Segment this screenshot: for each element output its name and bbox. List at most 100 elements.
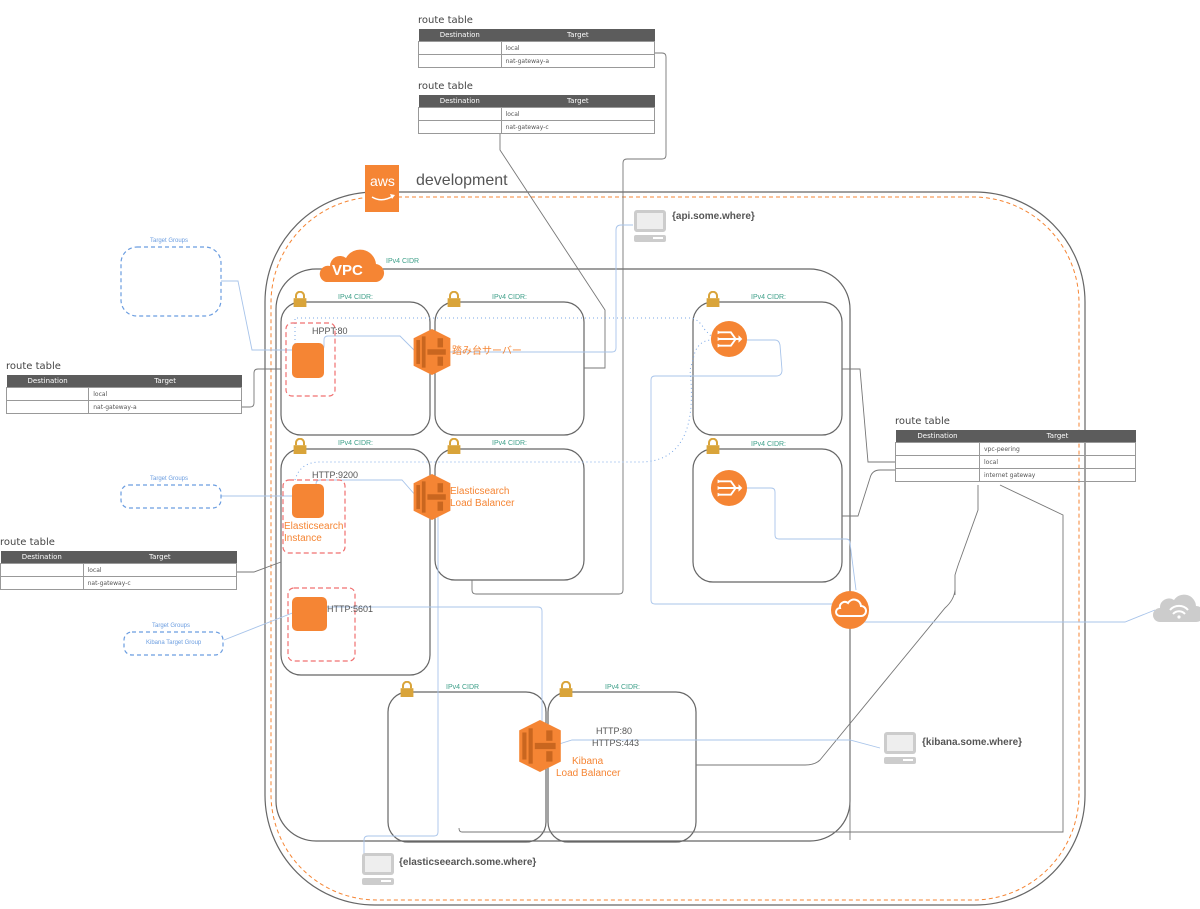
table-cell: [895, 455, 980, 469]
subnet-cidr-label: IPv4 CIDR:: [751, 441, 787, 448]
ec2-instance-icon[interactable]: [292, 343, 324, 378]
vpc-cidr-label: IPv4 CIDR: [386, 258, 420, 265]
aws-logo-text: aws: [370, 173, 395, 189]
table-row: internet gateway: [895, 468, 1136, 482]
internet-gateway-icon[interactable]: [831, 591, 869, 629]
load-balancer-icon[interactable]: [413, 329, 451, 375]
subnets: [280, 301, 843, 843]
target-group-box[interactable]: [123, 631, 224, 656]
table-cell: internet gateway: [979, 468, 1136, 482]
target-group-title: Target Groups: [150, 476, 189, 482]
column-header: Target: [501, 29, 655, 42]
column-header: Target: [83, 551, 237, 564]
target-group-title: Target Groups: [152, 623, 191, 629]
instance-group-box: [285, 322, 336, 397]
table-row: local: [5, 387, 242, 401]
route-table-title: route table: [0, 537, 55, 548]
table-cell: [895, 442, 980, 456]
table-cell: [418, 120, 502, 134]
port-label-elasticsearch: HTTP:9200: [312, 470, 359, 480]
table-row: nat-gateway-c: [418, 120, 656, 134]
table-cell: vpc-peering: [979, 442, 1136, 456]
load-balancer-icon[interactable]: [413, 474, 451, 520]
aws-logo: [365, 165, 399, 212]
vpc-cloud-icon: [319, 249, 385, 283]
subnet-cidr-label: IPv4 CIDR:: [605, 684, 641, 691]
route-table-title: route table: [418, 15, 473, 26]
route-table-title: route table: [418, 81, 473, 92]
table-cell: nat-gateway-a: [88, 400, 242, 414]
port-label-kibana-lb-http: HTTP:80: [596, 726, 633, 736]
ec2-instance-icon[interactable]: [292, 597, 327, 631]
table-cell: nat-gateway-c: [500, 120, 656, 134]
table-cell: local: [82, 563, 238, 577]
nat-gateway-icon[interactable]: [710, 320, 748, 358]
route-table-title: route table: [6, 361, 61, 372]
target-group-box[interactable]: [120, 246, 222, 317]
subnet-cidr-label: IPv4 CIDR:: [338, 440, 374, 447]
column-header: Destination: [418, 29, 502, 42]
subnet-cidr-label: IPv4 CIDR: [446, 684, 480, 691]
table-row: local: [0, 563, 238, 577]
port-label-bastion: HPPT:80: [312, 326, 348, 336]
peering-connectors: [294, 317, 716, 481]
lock-icon: [705, 438, 721, 454]
subnet-box: [692, 448, 843, 583]
lock-icon: [292, 291, 308, 307]
elasticsearch-lb-label-2: Load Balancer: [450, 498, 515, 509]
column-header: Target: [88, 375, 242, 388]
computer-icon: [362, 853, 394, 885]
subnet-cidr-label: IPv4 CIDR:: [492, 440, 528, 447]
column-header: Destination: [0, 551, 84, 564]
traffic-connectors: [221, 224, 1156, 855]
computer-icon: [884, 732, 916, 764]
aws-account-boundary: [264, 191, 1086, 906]
target-group-box[interactable]: [120, 484, 222, 509]
column-header: Destination: [895, 430, 980, 443]
load-balancer-icon[interactable]: [519, 720, 561, 772]
vpc-boundary: [275, 268, 851, 842]
column-header: Destination: [418, 95, 502, 108]
table-cell: [895, 468, 980, 482]
bastion-server-label: 踏み台サーバー: [452, 346, 522, 357]
lock-icon: [399, 681, 415, 697]
cloud-glyph-icon: [835, 598, 867, 617]
subnet-box: [280, 448, 431, 676]
table-cell: [418, 41, 502, 55]
column-header: Destination: [6, 375, 89, 388]
table-cell: local: [500, 107, 656, 121]
kibana-lb-label-1: Kibana: [572, 756, 604, 767]
nat-gateway-icon[interactable]: [710, 469, 748, 507]
subnet-cidr-label: IPv4 CIDR:: [751, 294, 787, 301]
lock-icon: [446, 291, 462, 307]
table-cell: [0, 576, 84, 590]
table-row: local: [895, 455, 1136, 469]
kibana-lb-label-2: Load Balancer: [556, 768, 621, 779]
instance-group-box: [282, 479, 346, 554]
table-cell: [0, 563, 84, 577]
lock-icon: [446, 438, 462, 454]
target-group-name: Kibana Target Group: [146, 640, 202, 646]
column-header: Target: [501, 95, 655, 108]
elasticsearch-lb-label-1: Elasticsearch: [450, 486, 510, 497]
route-table-title: route table: [895, 416, 950, 427]
column-header: Target: [979, 430, 1136, 443]
port-label-kibana-lb-https: HTTPS:443: [592, 738, 640, 748]
route-connectors: [237, 52, 1064, 840]
table-row: nat-gateway-c: [0, 576, 238, 590]
table-cell: [5, 387, 90, 401]
ec2-instance-icon[interactable]: [292, 484, 324, 518]
subnet-box: [692, 301, 843, 436]
host-api: {api.some.where}: [672, 211, 755, 222]
vpc-label: VPC: [332, 262, 363, 279]
aws-region-dashed-boundary: [270, 196, 1080, 901]
lock-icon: [292, 438, 308, 454]
table-row: local: [418, 107, 656, 121]
